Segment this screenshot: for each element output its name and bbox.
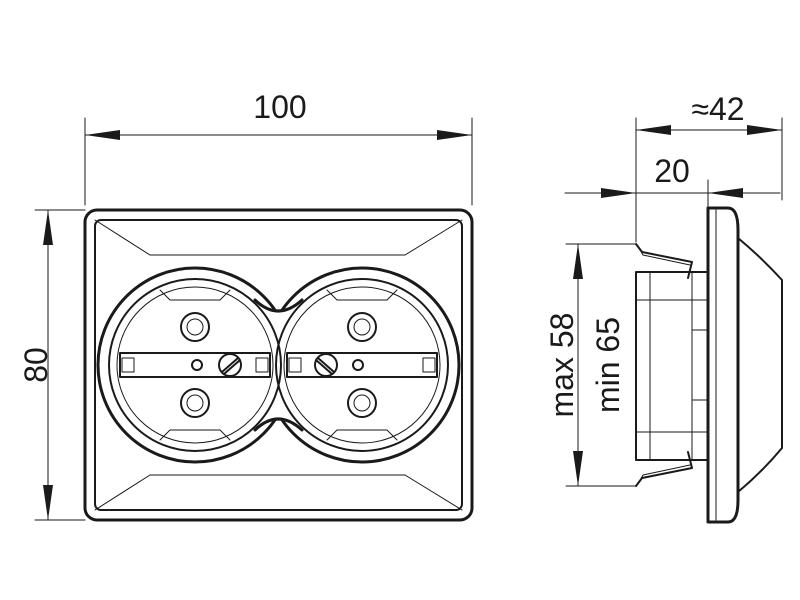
side-cover-plate — [706, 206, 740, 524]
surround-junction — [253, 298, 304, 313]
dimension-width: 100 — [84, 89, 473, 206]
screw-right — [314, 353, 338, 377]
outer-plate — [83, 208, 474, 522]
dimension-height: 80 — [18, 209, 86, 521]
socket-face-right — [283, 286, 441, 444]
side-boss — [737, 237, 783, 493]
earth-bar-right — [286, 352, 438, 378]
center-mark — [352, 359, 364, 371]
screw-left — [218, 353, 242, 377]
center-mark — [191, 359, 203, 371]
earth-clip — [288, 357, 302, 373]
front-view — [83, 208, 474, 522]
socket-ring-left — [108, 278, 282, 452]
socket-notch — [326, 429, 398, 441]
dimension-depth-label: ≈42 — [691, 91, 744, 127]
side-view — [635, 206, 783, 524]
dimension-mounting: max 58 min 65 — [544, 243, 637, 487]
socket-ring-right — [275, 278, 449, 452]
dimension-height-label: 80 — [18, 347, 54, 383]
socket-notch — [326, 289, 398, 301]
dimension-mount-max-label: max 58 — [544, 313, 580, 418]
surround-junction — [253, 417, 304, 432]
socket-notch — [159, 289, 231, 301]
pin-holes-right — [347, 312, 377, 418]
bevel-line — [94, 219, 151, 256]
earth-bar-left — [119, 352, 271, 378]
bevel-line — [94, 474, 151, 511]
earth-clip — [422, 357, 436, 373]
inner-plate — [94, 219, 463, 511]
side-tab — [691, 329, 709, 401]
dimension-frame-depth: 20 — [564, 153, 781, 209]
dimension-frame-depth-label: 20 — [654, 153, 690, 189]
pin-holes-left — [180, 312, 210, 418]
dimension-mount-min-label: min 65 — [590, 317, 626, 413]
socket-notch — [159, 429, 231, 441]
earth-clip — [121, 357, 135, 373]
dimension-width-label: 100 — [253, 89, 306, 125]
socket-face-left — [116, 286, 274, 444]
bevel-line — [404, 474, 463, 511]
bevel-line — [404, 219, 463, 256]
dimension-depth: ≈42 — [635, 91, 783, 243]
claw-bottom — [635, 451, 693, 487]
earth-clip — [255, 357, 269, 373]
